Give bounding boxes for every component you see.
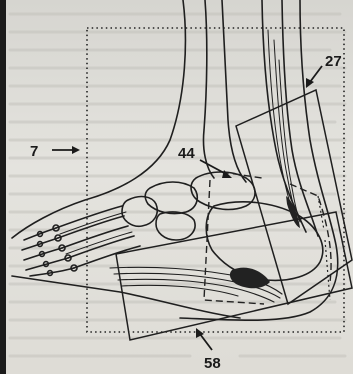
region-7-dotted-box [87,28,344,332]
tendon-insertion [286,196,300,228]
calcaneus-bone [206,202,323,281]
plantar-muscle-belly [230,268,270,289]
shin-front-contour [12,0,185,238]
callout-44-label: 44 [178,146,195,161]
region-44-dashed-outline [204,172,331,304]
arrow-27 [310,66,322,82]
callout-58-label: 58 [204,356,221,371]
arrow-58 [200,334,212,350]
callout-7-label: 7 [30,144,38,159]
callout-27-label: 27 [325,54,342,69]
